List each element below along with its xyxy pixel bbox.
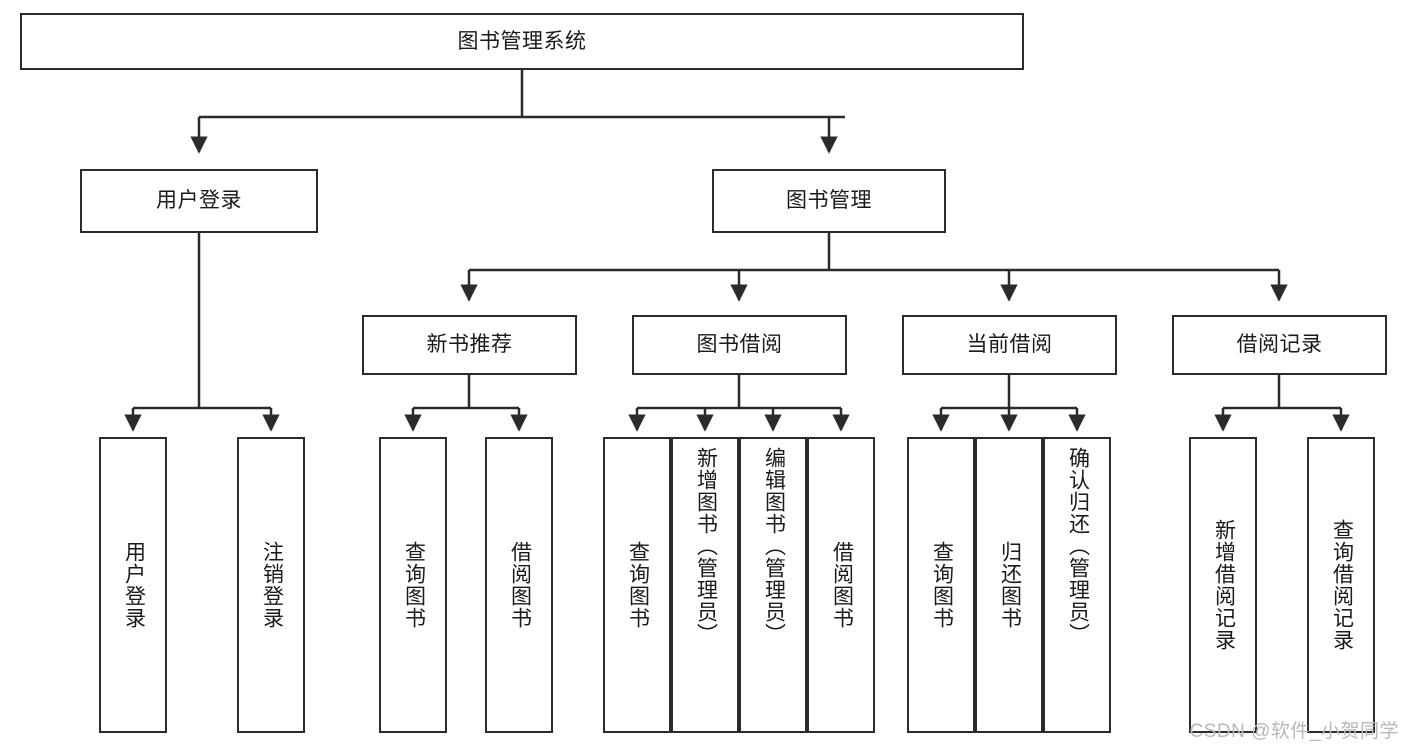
leaf-current-borrow-confirm-return[interactable]: 确认归还（管理员） — [1043, 437, 1111, 733]
leaf-label: 查询图书 — [402, 541, 426, 629]
node-label: 图书管理系统 — [457, 29, 587, 53]
leaf-user-login-login[interactable]: 用户登录 — [99, 437, 167, 733]
leaf-user-login-logout[interactable]: 注销登录 — [237, 437, 305, 733]
leaf-new-book-query[interactable]: 查询图书 — [379, 437, 447, 733]
leaf-label: 查询图书 — [930, 541, 954, 629]
node-label: 图书借阅 — [696, 333, 783, 357]
leaf-current-borrow-return[interactable]: 归还图书 — [975, 437, 1043, 733]
node-user-login[interactable]: 用户登录 — [80, 169, 318, 233]
node-label: 图书管理 — [786, 189, 872, 213]
csdn-watermark: CSDN @软件_小贺同学 — [1189, 721, 1399, 742]
leaf-new-book-borrow[interactable]: 借阅图书 — [485, 437, 553, 733]
node-book-borrow[interactable]: 图书借阅 — [632, 315, 847, 375]
node-current-borrow[interactable]: 当前借阅 — [902, 315, 1117, 375]
leaf-label: 新增借阅记录 — [1212, 519, 1236, 651]
node-borrow-record[interactable]: 借阅记录 — [1172, 315, 1387, 375]
leaf-label: 归还图书 — [998, 541, 1022, 629]
leaf-borrow-record-query[interactable]: 查询借阅记录 — [1307, 437, 1375, 733]
leaf-book-borrow-borrow[interactable]: 借阅图书 — [807, 437, 875, 733]
leaf-label: 确认归还（管理员） — [1066, 447, 1090, 645]
leaf-label: 查询图书 — [626, 541, 650, 629]
leaf-label: 查询借阅记录 — [1330, 519, 1354, 651]
leaf-label: 用户登录 — [122, 541, 146, 629]
leaf-book-borrow-edit[interactable]: 编辑图书（管理员） — [739, 437, 807, 733]
leaf-label: 新增图书（管理员） — [694, 447, 718, 645]
node-new-book-recommend[interactable]: 新书推荐 — [362, 315, 577, 375]
node-root-book-management-system[interactable]: 图书管理系统 — [20, 13, 1024, 70]
node-label: 新书推荐 — [426, 333, 513, 357]
leaf-borrow-record-add[interactable]: 新增借阅记录 — [1189, 437, 1257, 733]
leaf-label: 借阅图书 — [508, 541, 532, 629]
node-book-management[interactable]: 图书管理 — [712, 169, 946, 233]
leaf-book-borrow-query[interactable]: 查询图书 — [603, 437, 671, 733]
node-label: 当前借阅 — [966, 333, 1053, 357]
leaf-book-borrow-add[interactable]: 新增图书（管理员） — [671, 437, 739, 733]
node-label: 用户登录 — [156, 189, 242, 213]
leaf-label: 注销登录 — [260, 541, 284, 629]
node-label: 借阅记录 — [1236, 333, 1323, 357]
leaf-label: 借阅图书 — [830, 541, 854, 629]
leaf-label: 编辑图书（管理员） — [762, 447, 786, 645]
leaf-current-borrow-query[interactable]: 查询图书 — [907, 437, 975, 733]
